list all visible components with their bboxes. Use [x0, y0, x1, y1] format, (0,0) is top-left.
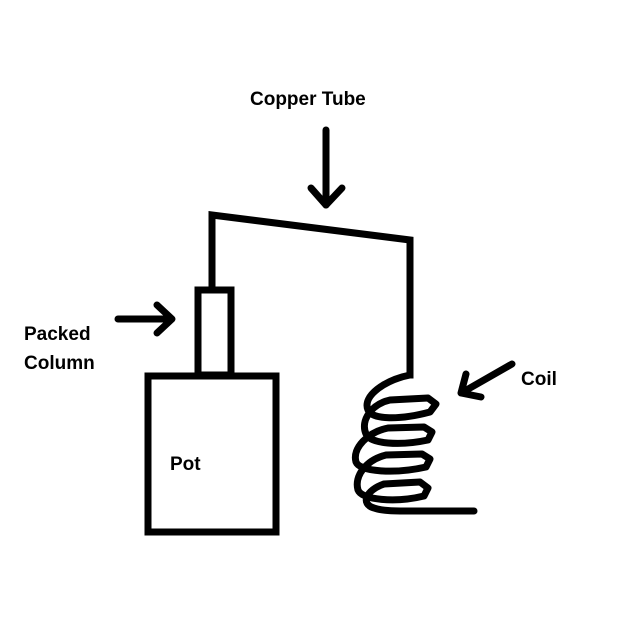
packed-column-arrow [114, 301, 176, 337]
copper-tube-arrow [307, 126, 346, 209]
packed-column-label-line2: Column [24, 353, 95, 374]
coil [351, 371, 478, 515]
packed-column [194, 286, 235, 379]
pot-label: Pot [170, 454, 201, 475]
packed-column-label-line1: Packed [24, 324, 91, 345]
copper-tube [208, 211, 414, 379]
coil-label: Coil [521, 369, 557, 390]
copper-tube-label: Copper Tube [250, 89, 366, 110]
coil-arrow [457, 360, 516, 401]
pot [144, 372, 280, 536]
